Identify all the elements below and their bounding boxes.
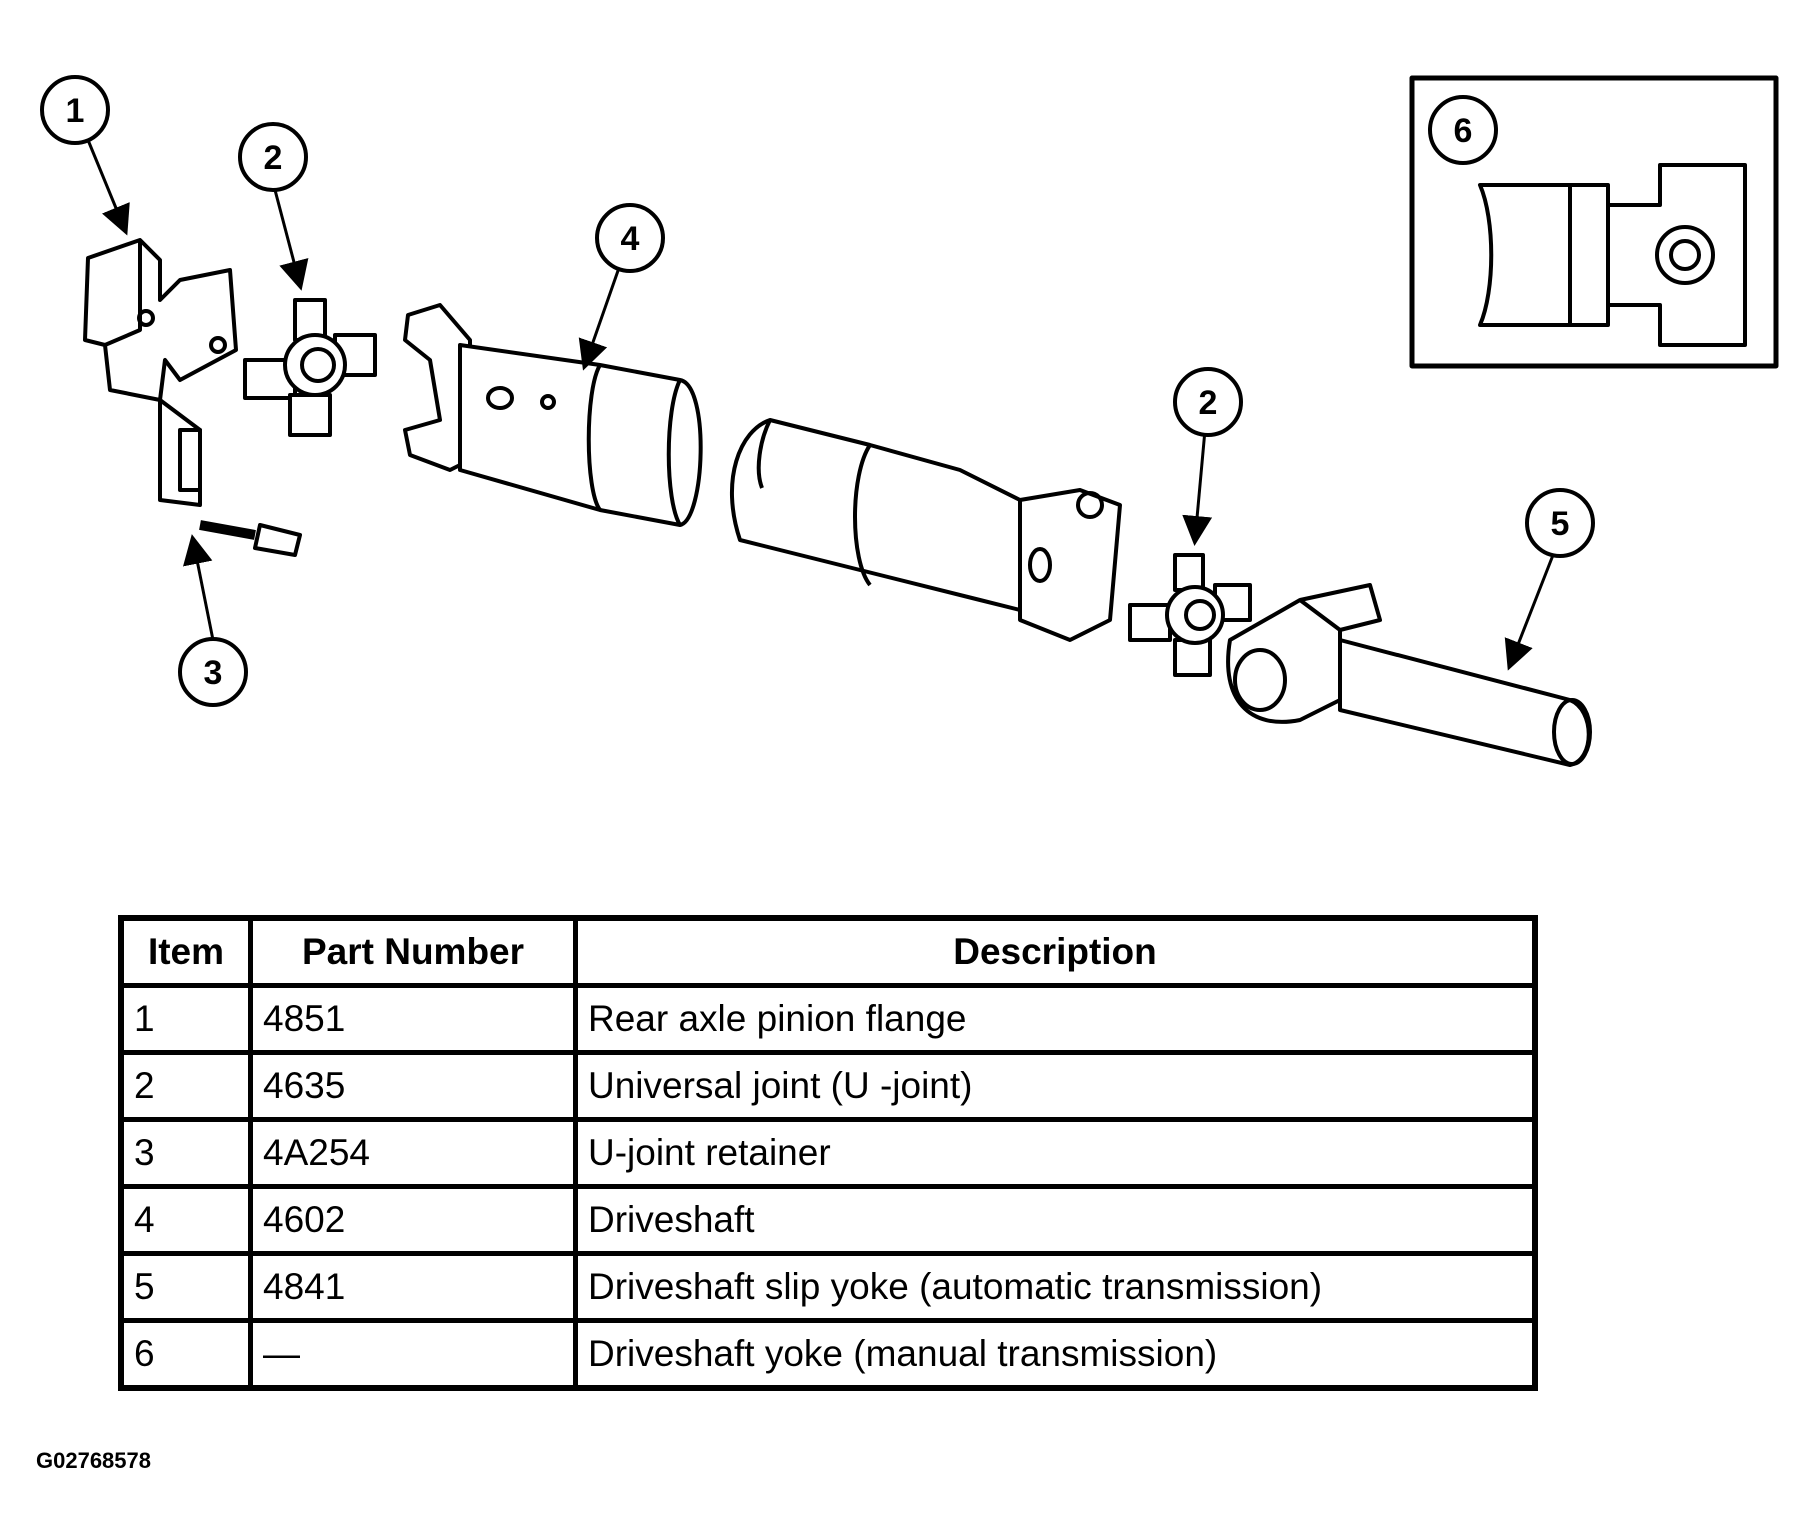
cell-description: Driveshaft yoke (manual transmission)	[573, 1318, 1538, 1391]
u-joint-left-part	[243, 298, 377, 437]
callout-2-right-label: 2	[1199, 384, 1218, 422]
table-row: 1 4851 Rear axle pinion flange	[118, 983, 1538, 1055]
table-row: 3 4A254 U-joint retainer	[118, 1117, 1538, 1189]
cell-part-number: 4602	[248, 1184, 578, 1256]
table-row: 2 4635 Universal joint (U -joint)	[118, 1050, 1538, 1122]
cell-description: Rear axle pinion flange	[573, 983, 1538, 1055]
cell-item: 4	[118, 1184, 253, 1256]
retainer-bolt-part	[199, 520, 302, 557]
u-joint-right-part	[1128, 553, 1252, 677]
cell-item: 1	[118, 983, 253, 1055]
table-row: 4 4602 Driveshaft	[118, 1184, 1538, 1256]
callout-1: 1	[40, 75, 110, 145]
callout-3: 3	[178, 637, 248, 707]
leader-arrows	[86, 139, 1557, 671]
cell-part-number: —	[248, 1318, 578, 1391]
header-description: Description	[573, 915, 1538, 988]
cell-item: 6	[118, 1318, 253, 1391]
callout-2-left: 2	[238, 122, 308, 192]
table-header-row: Item Part Number Description	[118, 915, 1538, 988]
table-row: 5 4841 Driveshaft slip yoke (automatic t…	[118, 1251, 1538, 1323]
callout-5-label: 5	[1551, 505, 1570, 543]
figure-id: G02768578	[36, 1448, 151, 1473]
exploded-driveshaft-diagram: 1 2 3 4 2 5 6	[40, 75, 1779, 767]
cell-item: 2	[118, 1050, 253, 1122]
cell-item: 5	[118, 1251, 253, 1323]
callout-3-label: 3	[204, 654, 223, 692]
slip-yoke-part	[1226, 583, 1592, 767]
cell-part-number: 4851	[248, 983, 578, 1055]
callout-4: 4	[595, 203, 665, 273]
cell-part-number: 4841	[248, 1251, 578, 1323]
callout-2-left-label: 2	[264, 139, 283, 177]
cell-description: U-joint retainer	[573, 1117, 1538, 1189]
table-row: 6 — Driveshaft yoke (manual transmission…	[118, 1318, 1538, 1391]
cell-description: Driveshaft	[573, 1184, 1538, 1256]
callout-5: 5	[1525, 488, 1595, 558]
cell-part-number: 4635	[248, 1050, 578, 1122]
header-part-number: Part Number	[248, 915, 578, 988]
cell-description: Universal joint (U -joint)	[573, 1050, 1538, 1122]
cell-item: 3	[118, 1117, 253, 1189]
callout-6-label: 6	[1454, 112, 1473, 150]
driveshaft-front-part	[403, 303, 703, 527]
callout-4-label: 4	[621, 220, 640, 258]
cell-description: Driveshaft slip yoke (automatic transmis…	[573, 1251, 1538, 1323]
pinion-flange-part	[83, 238, 238, 507]
cell-part-number: 4A254	[248, 1117, 578, 1189]
callout-2-right: 2	[1173, 367, 1243, 437]
driveshaft-rear-part	[730, 418, 1122, 642]
callout-6: 6	[1428, 95, 1498, 165]
header-item: Item	[118, 915, 253, 988]
parts-table: Item Part Number Description 1 4851 Rear…	[118, 915, 1538, 1391]
manual-transmission-yoke-inset	[1409, 75, 1779, 369]
callout-1-label: 1	[66, 92, 85, 130]
